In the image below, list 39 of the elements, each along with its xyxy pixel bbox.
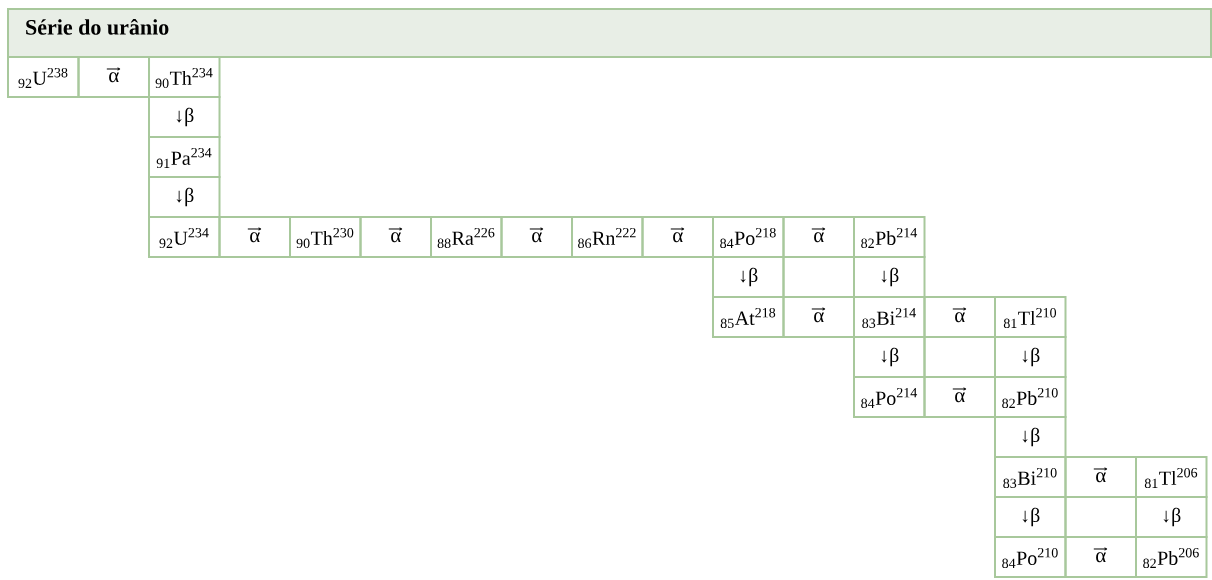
alpha-decay-cell: α bbox=[923, 376, 996, 418]
nuclide-cell: $_{84}$Po$^{214}$ bbox=[853, 376, 926, 418]
nuclide-cell: $_{86}$Rn$^{222}$ bbox=[571, 216, 644, 258]
nuclide-cell: $_{81}$Tl$^{210}$ bbox=[994, 296, 1067, 338]
alpha-decay-cell: α bbox=[77, 56, 150, 98]
nuclide-cell: $_{85}$At$^{218}$ bbox=[712, 296, 785, 338]
nuclide-cell: $_{83}$Bi$^{214}$ bbox=[853, 296, 926, 338]
nuclide-cell: $_{90}$Th$^{230}$ bbox=[289, 216, 362, 258]
title-bar: Série do urânio bbox=[7, 8, 1212, 58]
beta-decay-cell: ↓β bbox=[853, 256, 926, 298]
nuclide-cell: $_{82}$Pb$^{206}$ bbox=[1135, 536, 1208, 578]
nuclide-cell: $_{82}$Pb$^{210}$ bbox=[994, 376, 1067, 418]
nuclide-cell: $_{84}$Po$^{218}$ bbox=[712, 216, 785, 258]
beta-decay-cell: ↓β bbox=[994, 496, 1067, 538]
alpha-decay-cell: α bbox=[218, 216, 291, 258]
alpha-decay-cell: α bbox=[1064, 456, 1137, 498]
beta-decay-cell: ↓β bbox=[994, 416, 1067, 458]
beta-decay-cell: ↓β bbox=[853, 336, 926, 378]
nuclide-cell: $_{92}$U$^{238}$ bbox=[7, 56, 80, 98]
alpha-decay-cell: α bbox=[500, 216, 573, 258]
nuclide-cell: $_{92}$U$^{234}$ bbox=[148, 216, 221, 258]
alpha-decay-cell: α bbox=[782, 296, 855, 338]
nuclide-cell: $_{90}$Th$^{234}$ bbox=[148, 56, 221, 98]
nuclide-cell: $_{83}$Bi$^{210}$ bbox=[994, 456, 1067, 498]
beta-decay-cell: ↓β bbox=[148, 176, 221, 218]
nuclide-cell: $_{91}$Pa$^{234}$ bbox=[148, 136, 221, 178]
nuclide-cell: $_{88}$Ra$^{226}$ bbox=[430, 216, 503, 258]
alpha-decay-cell: α bbox=[359, 216, 432, 258]
alpha-decay-cell: α bbox=[782, 216, 855, 258]
beta-decay-cell: ↓β bbox=[712, 256, 785, 298]
alpha-decay-cell: α bbox=[1064, 536, 1137, 578]
alpha-decay-cell: α bbox=[923, 296, 996, 338]
alpha-decay-cell: α bbox=[641, 216, 714, 258]
beta-decay-cell: ↓β bbox=[994, 336, 1067, 378]
nuclide-cell: $_{82}$Pb$^{214}$ bbox=[853, 216, 926, 258]
nuclide-cell: $_{84}$Po$^{210}$ bbox=[994, 536, 1067, 578]
beta-decay-cell: ↓β bbox=[148, 96, 221, 138]
nuclide-cell: $_{81}$Tl$^{206}$ bbox=[1135, 456, 1208, 498]
beta-decay-cell: ↓β bbox=[1135, 496, 1208, 538]
